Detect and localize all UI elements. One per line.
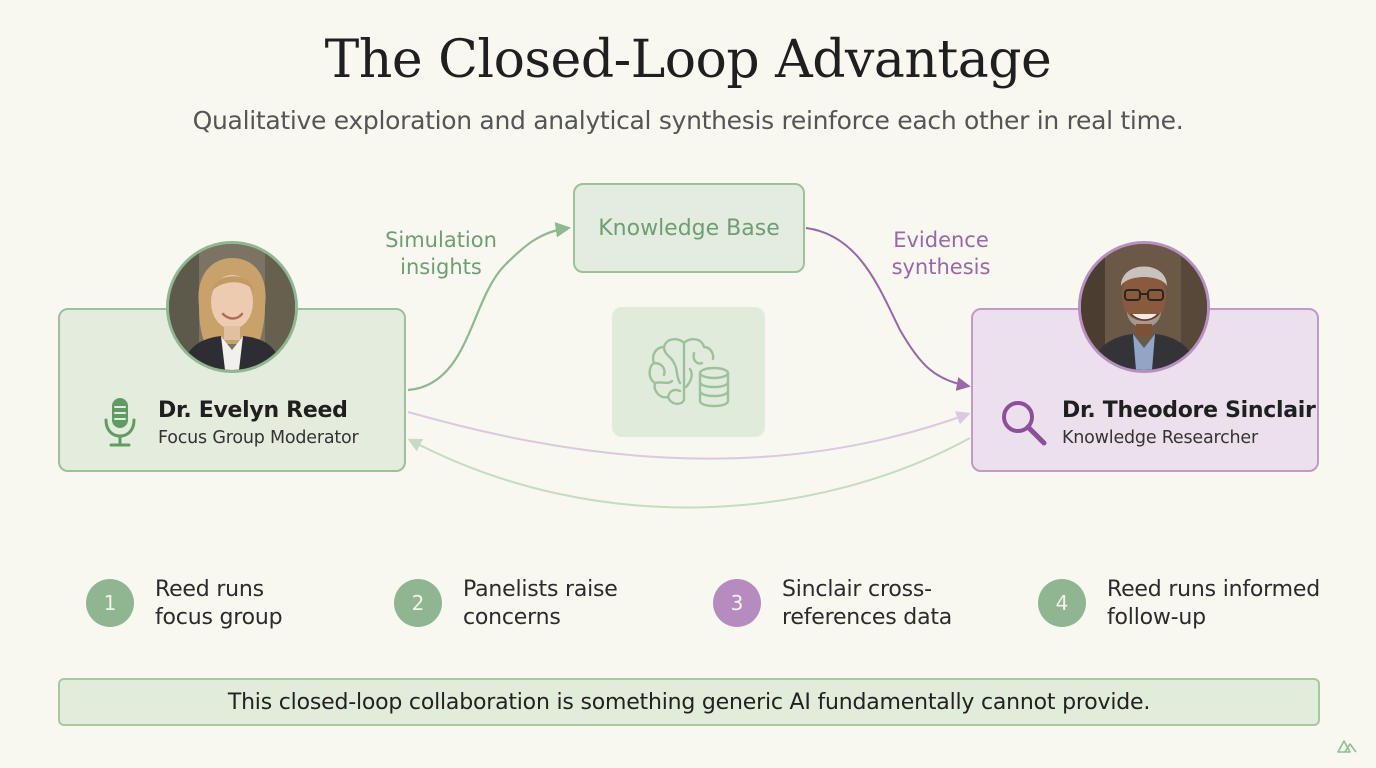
step-4-text: Reed runs informed follow-up	[1107, 577, 1320, 630]
step-1-text: Reed runs focus group	[155, 577, 283, 630]
page-title: The Closed-Loop Advantage	[324, 30, 1052, 90]
page-subtitle: Qualitative exploration and analytical s…	[192, 106, 1184, 135]
step-4-badge: 4	[1038, 579, 1086, 627]
simulation-insights-label: Simulation insights	[385, 228, 497, 279]
knowledge-base-box: Knowledge Base	[573, 183, 805, 273]
step-1-badge: 1	[86, 579, 134, 627]
footer-statement: This closed-loop collaboration is someth…	[227, 689, 1151, 715]
evidence-synthesis-label: Evidence synthesis	[891, 228, 991, 279]
footer-callout: This closed-loop collaboration is someth…	[58, 678, 1320, 726]
arrow-sinclair-to-reed	[407, 437, 971, 509]
brain-database-box	[612, 307, 765, 437]
step-3-text: Sinclair cross- references data	[782, 577, 953, 630]
researcher-portrait	[1081, 244, 1207, 370]
moderator-role: Focus Group Moderator	[158, 428, 359, 448]
researcher-card: Dr. Theodore Sinclair Knowledge Research…	[971, 308, 1319, 472]
arrow-reed-to-sinclair	[407, 411, 971, 460]
researcher-role: Knowledge Researcher	[1062, 428, 1258, 448]
step-3-badge: 3	[713, 579, 761, 627]
brain-database-icon	[647, 338, 729, 408]
researcher-name: Dr. Theodore Sinclair	[1062, 398, 1316, 423]
moderator-portrait	[169, 244, 295, 370]
moderator-avatar	[166, 241, 298, 373]
step-2-badge: 2	[394, 579, 442, 627]
arrow-simulation-insights	[407, 222, 572, 392]
microphone-icon	[104, 398, 136, 447]
magnifier-icon	[1002, 401, 1047, 446]
researcher-avatar	[1078, 241, 1210, 373]
step-2-text: Panelists raise concerns	[463, 577, 618, 630]
moderator-name: Dr. Evelyn Reed	[158, 398, 348, 423]
arrow-evidence-synthesis	[805, 227, 971, 391]
brand-logo-icon	[1337, 740, 1357, 753]
knowledge-base-label: Knowledge Base	[598, 215, 780, 241]
